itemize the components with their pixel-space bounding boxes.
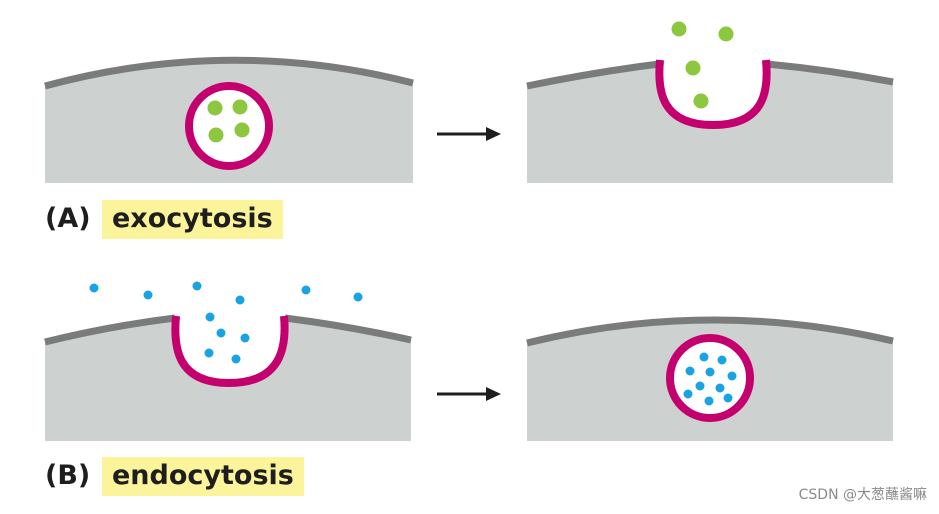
extracellular-molecule — [205, 312, 215, 322]
released-molecule — [693, 93, 709, 109]
internalized-molecule — [685, 366, 695, 376]
plasma-membrane — [44, 314, 176, 346]
panel-b-label: (B) — [45, 460, 91, 491]
plasma-membrane — [526, 316, 894, 347]
released-molecule — [685, 60, 701, 76]
extracellular-molecule — [204, 348, 214, 358]
released-molecule — [671, 21, 687, 37]
panel-b-term: endocytosis — [102, 457, 304, 496]
panel-a-term: exocytosis — [102, 200, 283, 239]
plasma-membrane — [44, 56, 414, 90]
cargo-molecule — [208, 127, 224, 143]
watermark: CSDN @大葱蘸酱嘛 — [798, 487, 927, 503]
internalized-molecule — [727, 371, 737, 381]
internalized-molecule — [699, 352, 709, 362]
endo-before-cell — [44, 281, 412, 441]
plasma-membrane — [284, 314, 412, 344]
cytoplasm — [527, 63, 893, 183]
internalized-molecule — [717, 355, 727, 365]
plasma-membrane — [766, 60, 894, 86]
internalized-molecule — [695, 381, 705, 391]
cargo-molecule — [234, 122, 250, 138]
internalized-molecule — [715, 383, 725, 393]
cytoplasm — [45, 318, 411, 441]
released-molecule — [718, 26, 734, 42]
endo-after-cell — [526, 316, 894, 441]
exo-before-cell — [44, 56, 414, 183]
extracellular-molecule — [143, 290, 153, 300]
extracellular-molecule — [89, 283, 99, 293]
internalized-molecule — [723, 393, 733, 403]
exo-after-cell — [526, 21, 894, 183]
extracellular-molecule — [240, 333, 250, 343]
extracellular-molecule — [192, 281, 202, 291]
panel-a-label: (A) — [45, 203, 91, 234]
cargo-molecule — [207, 100, 223, 116]
fused-vesicle-membrane — [655, 59, 771, 130]
cargo-molecule — [232, 99, 248, 115]
process-arrow — [437, 127, 501, 141]
secretory-vesicle — [185, 82, 273, 170]
internalized-molecule — [683, 389, 693, 399]
invaginating-membrane — [171, 315, 289, 388]
endocytic-vesicle — [666, 334, 754, 422]
extracellular-molecule — [231, 354, 241, 364]
process-arrow — [437, 387, 501, 401]
internalized-molecule — [705, 367, 715, 377]
plasma-membrane — [526, 60, 660, 90]
extracellular-molecule — [301, 285, 311, 295]
extracellular-molecule — [353, 292, 363, 302]
extracellular-molecule — [235, 295, 245, 305]
internalized-molecule — [704, 396, 714, 406]
extracellular-molecule — [216, 328, 226, 338]
